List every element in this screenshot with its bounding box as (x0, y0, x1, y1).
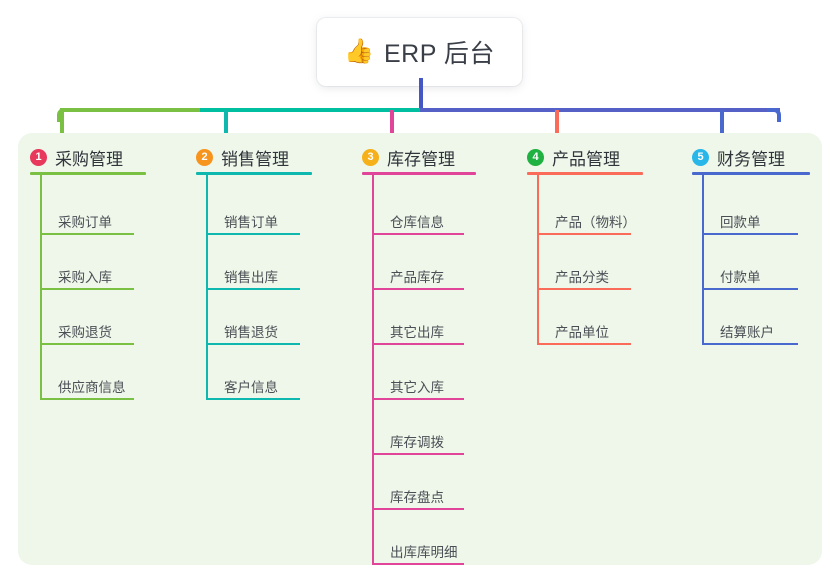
leaf-item[interactable]: 产品单位 (555, 325, 609, 340)
connector-drop-4 (555, 110, 559, 136)
connector-drop-5 (720, 110, 724, 136)
leaf-item[interactable]: 付款单 (720, 270, 761, 285)
column-rule-1 (30, 172, 146, 175)
connector-drop-2 (224, 110, 228, 136)
leaf-rule (206, 288, 300, 290)
leaf-item[interactable]: 产品分类 (555, 270, 609, 285)
leaf-item[interactable]: 客户信息 (224, 380, 278, 395)
leaf-item[interactable]: 产品库存 (390, 270, 444, 285)
leaf-rule (206, 233, 300, 235)
leaf-item[interactable]: 销售订单 (224, 215, 278, 230)
leaf-rule (40, 288, 134, 290)
column-title-4: 产品管理 (552, 150, 620, 169)
column-badge-1: 1 (30, 149, 47, 166)
column-header-3[interactable]: 3 库存管理 (362, 145, 455, 170)
leaf-rule (702, 288, 798, 290)
leaf-rule (372, 453, 464, 455)
leaf-item[interactable]: 结算账户 (720, 325, 774, 340)
leaf-rule (372, 343, 464, 345)
column-header-5[interactable]: 5 财务管理 (692, 145, 785, 170)
column-rule-3 (362, 172, 476, 175)
leaf-rule (537, 343, 631, 345)
leaf-item[interactable]: 销售出库 (224, 270, 278, 285)
leaf-item[interactable]: 仓库信息 (390, 215, 444, 230)
leaf-item[interactable]: 采购退货 (58, 325, 112, 340)
column-badge-4: 4 (527, 149, 544, 166)
column-badge-3: 3 (362, 149, 379, 166)
leaf-item[interactable]: 产品（物料） (555, 215, 636, 230)
leaf-rule (372, 233, 464, 235)
leaf-item[interactable]: 采购入库 (58, 270, 112, 285)
column-spine-2 (206, 175, 208, 398)
leaf-rule (372, 288, 464, 290)
leaf-item[interactable]: 其它出库 (390, 325, 444, 340)
column-badge-2: 2 (196, 149, 213, 166)
leaf-rule (372, 398, 464, 400)
leaf-rule (206, 398, 300, 400)
column-spine-4 (537, 175, 539, 343)
leaf-item[interactable]: 销售退货 (224, 325, 278, 340)
column-rule-4 (527, 172, 643, 175)
thumbs-up-icon: 👍 (344, 38, 374, 65)
connector-drop-1 (60, 110, 64, 136)
column-title-5: 财务管理 (717, 150, 785, 169)
content-panel (18, 133, 822, 565)
column-header-1[interactable]: 1 采购管理 (30, 145, 123, 170)
root-title: ERP 后台 (383, 40, 495, 68)
column-spine-1 (40, 175, 42, 398)
column-rule-2 (196, 172, 312, 175)
leaf-rule (40, 233, 134, 235)
leaf-item[interactable]: 其它入库 (390, 380, 444, 395)
leaf-item[interactable]: 出库库明细 (390, 545, 458, 560)
column-header-2[interactable]: 2 销售管理 (196, 145, 289, 170)
bus-blue (420, 108, 780, 112)
column-title-3: 库存管理 (387, 150, 455, 169)
root-stem (419, 78, 423, 111)
leaf-rule (372, 508, 464, 510)
leaf-item[interactable]: 库存盘点 (390, 490, 444, 505)
leaf-rule (702, 233, 798, 235)
leaf-rule (40, 398, 134, 400)
leaf-rule (40, 343, 134, 345)
bus-green (60, 108, 200, 112)
leaf-rule (537, 233, 631, 235)
bus-teal (200, 108, 420, 112)
leaf-rule (372, 563, 464, 565)
leaf-item[interactable]: 采购订单 (58, 215, 112, 230)
column-header-4[interactable]: 4 产品管理 (527, 145, 620, 170)
leaf-item[interactable]: 供应商信息 (58, 380, 126, 395)
leaf-rule (206, 343, 300, 345)
column-spine-5 (702, 175, 704, 343)
column-badge-5: 5 (692, 149, 709, 166)
leaf-item[interactable]: 库存调拨 (390, 435, 444, 450)
connector-drop-3 (390, 110, 394, 136)
connector-corner-left (57, 108, 71, 122)
connector-corner-right (767, 108, 781, 122)
root-node[interactable]: 👍 ERP 后台 (317, 18, 522, 86)
leaf-rule (537, 288, 631, 290)
column-rule-5 (692, 172, 810, 175)
column-title-2: 销售管理 (221, 150, 289, 169)
column-title-1: 采购管理 (55, 150, 123, 169)
leaf-rule (702, 343, 798, 345)
leaf-item[interactable]: 回款单 (720, 215, 761, 230)
column-spine-3 (372, 175, 374, 563)
